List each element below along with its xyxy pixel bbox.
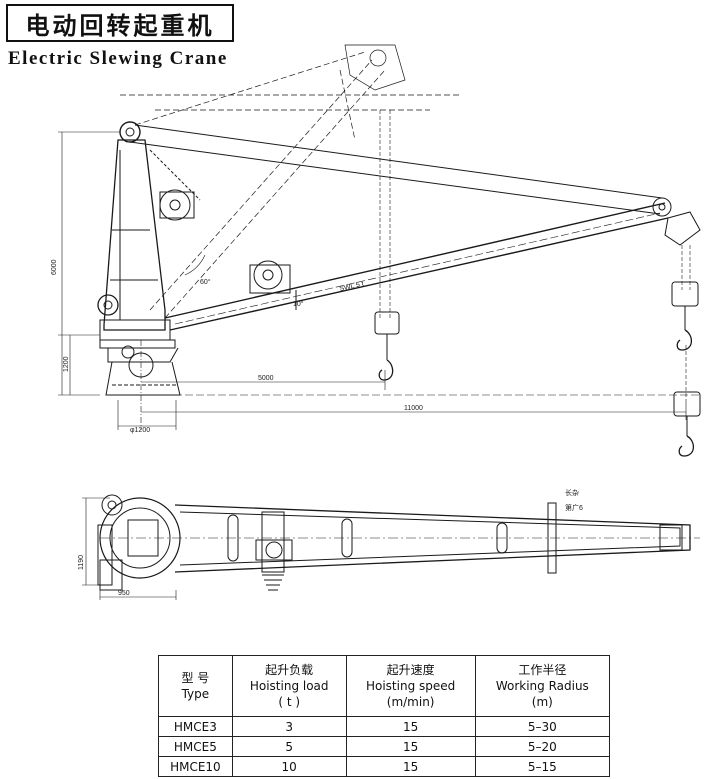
radius-max-label: 11000: [404, 405, 423, 412]
top-view: 1190 950 长杂 第广6: [78, 488, 700, 600]
cell-radius: 5–20: [474, 736, 611, 757]
base-diameter-label: φ1200: [130, 427, 150, 434]
winch: 10°: [249, 260, 304, 310]
raised-boom: [120, 44, 460, 319]
header-load: 起升负载 Hoisting load ( t ): [231, 655, 347, 717]
cell-radius: 5–15: [474, 756, 611, 777]
small-angle-label: 10°: [293, 300, 304, 308]
top-base: [97, 494, 700, 591]
top-view-dimensions: 1190 950: [78, 497, 177, 600]
top-boom: 长杂 第广6: [174, 488, 691, 574]
luff-angle-label: 60°: [200, 278, 211, 286]
crane-drawing: 6000 1200 φ1200: [51, 44, 701, 600]
height-label: 6000: [51, 259, 58, 275]
hook-block-inner: [374, 311, 400, 381]
top-note: 长杂: [565, 488, 579, 497]
cell-speed: 15: [345, 736, 476, 757]
header-load-zh: 起升负载: [265, 663, 314, 677]
header-type-en: Type: [181, 687, 210, 701]
table-row: HMCE3 3 15 5–30: [158, 716, 611, 737]
title-english: Electric Slewing Crane: [8, 48, 228, 69]
header-load-en: Hoisting load: [249, 679, 329, 693]
header-radius-en: Working Radius: [495, 679, 589, 693]
spec-table-header-row: 型 号 Type 起升负载 Hoisting load ( t ) 起升速度 H…: [158, 655, 611, 717]
header-radius: 工作半径 Working Radius (m): [474, 655, 611, 717]
cell-load: 3: [231, 716, 347, 737]
base-height-label: 1200: [63, 356, 70, 372]
cell-type: HMCE5: [158, 736, 233, 757]
mast: [97, 121, 195, 341]
table-row: HMCE5 5 15 5–20: [158, 736, 611, 757]
top-depth-label: 950: [118, 590, 130, 597]
cell-load: 10: [231, 756, 347, 777]
header-speed-zh: 起升速度: [386, 663, 435, 677]
cell-type: HMCE3: [158, 716, 233, 737]
spec-table: 型 号 Type 起升负载 Hoisting load ( t ) 起升速度 H…: [158, 655, 611, 777]
header-radius-zh: 工作半径: [518, 663, 567, 677]
pedestal: φ1200: [99, 339, 181, 434]
radius-dimensions: 5000 11000: [141, 370, 700, 420]
cables: 60°: [129, 124, 663, 286]
cell-type: HMCE10: [158, 756, 233, 777]
cell-radius: 5–30: [474, 716, 611, 737]
top-note-2: 第广6: [565, 503, 583, 512]
header-type: 型 号 Type: [158, 655, 233, 717]
header-radius-unit: (m): [531, 695, 553, 709]
side-view: 6000 1200 φ1200: [51, 44, 701, 457]
title-chinese: 电动回转起重机: [25, 11, 215, 40]
cell-speed: 15: [345, 716, 476, 737]
hook-paths: [379, 110, 691, 400]
table-row: HMCE10 10 15 5–15: [158, 756, 611, 777]
header-speed-unit: (m/min): [386, 695, 435, 709]
cell-speed: 15: [345, 756, 476, 777]
header-speed: 起升速度 Hoisting speed (m/min): [345, 655, 476, 717]
boom: SWL 5 t: [164, 197, 701, 331]
boom-swl-mark: SWL 5 t: [339, 281, 365, 293]
radius-min-label: 5000: [258, 375, 274, 382]
height-dimension: 6000 1200: [51, 131, 120, 396]
top-width-label: 1190: [78, 555, 85, 570]
cell-load: 5: [231, 736, 347, 757]
header-type-zh: 型 号: [181, 671, 210, 685]
header-speed-en: Hoisting speed: [365, 679, 456, 693]
header-load-unit: ( t ): [278, 695, 301, 709]
top-winch: [255, 511, 293, 591]
title-box: 电动回转起重机: [6, 4, 234, 42]
hook-block-outer: [671, 281, 701, 457]
